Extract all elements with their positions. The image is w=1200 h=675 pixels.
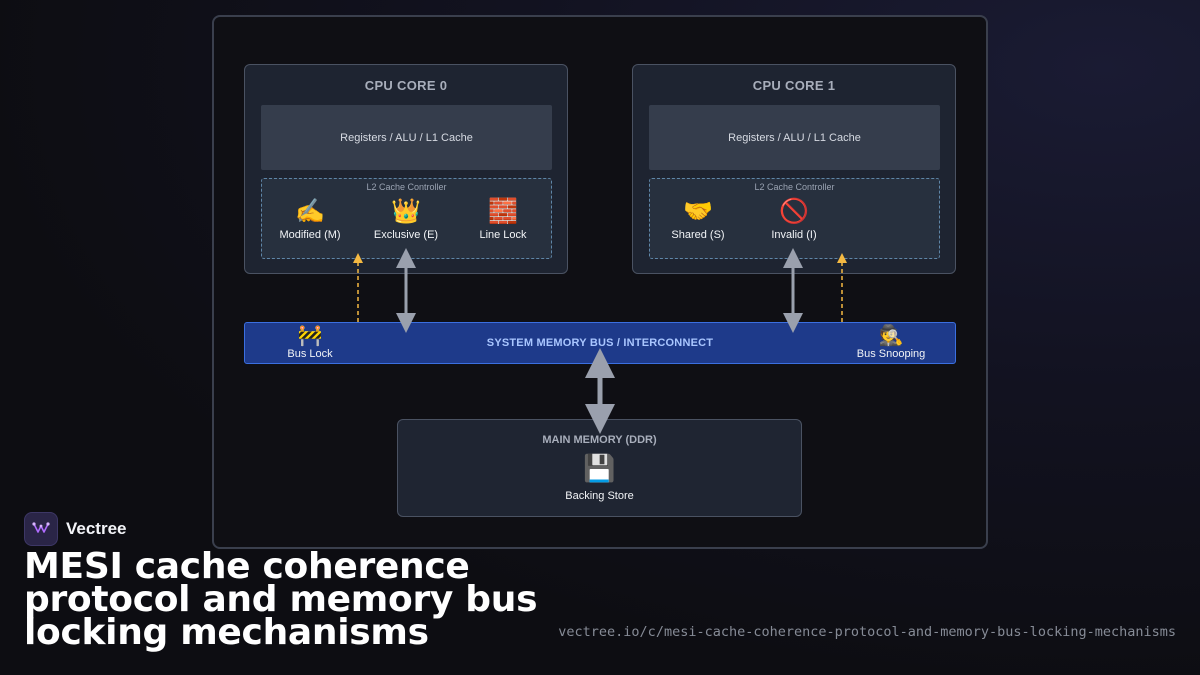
state-shared: 🤝 Shared (S) [650,197,746,241]
writing-hand-icon: ✍️ [295,198,325,225]
prohibited-icon: 🚫 [779,198,809,225]
state-modified: ✍️ Modified (M) [262,197,358,241]
floppy-disk-icon: 💾 [583,453,616,483]
state-invalid: 🚫 Invalid (I) [746,197,842,241]
state-exclusive-label: Exclusive (E) [373,229,439,241]
handshake-icon: 🤝 [683,198,713,225]
source-url: vectree.io/c/mesi-cache-coherence-protoc… [558,624,1176,640]
cpu-core-1: CPU CORE 1 Registers / ALU / L1 Cache L2… [632,64,956,274]
bus-lock: 🚧 Bus Lock [255,323,365,360]
bus-title: SYSTEM MEMORY BUS / INTERCONNECT [486,337,714,349]
page-title: MESI cache coherence protocol and memory… [24,546,538,653]
memory-title: MAIN MEMORY (DDR) [542,434,657,446]
brand-name: Vectree [66,519,127,538]
core-0-registers: Registers / ALU / L1 Cache [261,105,552,170]
detective-icon: 🕵️ [878,325,904,347]
memory-label: Backing Store [565,490,634,502]
brand: Vectree [24,512,127,546]
core-1-l2-controller: L2 Cache Controller 🤝 Shared (S) 🚫 Inval… [649,178,940,259]
core-1-title: CPU CORE 1 [752,78,836,93]
system-memory-bus: 🚧 Bus Lock SYSTEM MEMORY BUS / INTERCONN… [244,322,956,364]
main-memory: MAIN MEMORY (DDR) 💾 Backing Store [397,419,802,517]
bus-lock-label: Bus Lock [287,348,333,360]
bus-snooping: 🕵️ Bus Snooping [836,323,946,360]
crown-icon: 👑 [391,198,421,225]
core-0-l2-controller: L2 Cache Controller ✍️ Modified (M) 👑 Ex… [261,178,552,259]
state-exclusive: 👑 Exclusive (E) [358,197,454,241]
vectree-logo-icon [24,512,58,546]
cpu-core-0: CPU CORE 0 Registers / ALU / L1 Cache L2… [244,64,568,274]
state-shared-label: Shared (S) [671,229,725,241]
construction-barrier-icon: 🚧 [297,325,323,347]
bus-snooping-label: Bus Snooping [856,348,926,360]
core-0-l2-title: L2 Cache Controller [366,182,447,192]
core-1-l2-title: L2 Cache Controller [754,182,835,192]
state-invalid-label: Invalid (I) [771,229,817,241]
core-1-registers: Registers / ALU / L1 Cache [649,105,940,170]
state-modified-label: Modified (M) [279,229,341,241]
state-line-lock: 🧱 Line Lock [455,197,551,241]
brick-wall-icon: 🧱 [488,198,518,225]
core-0-title: CPU CORE 0 [364,78,448,93]
state-line-lock-label: Line Lock [479,229,527,241]
